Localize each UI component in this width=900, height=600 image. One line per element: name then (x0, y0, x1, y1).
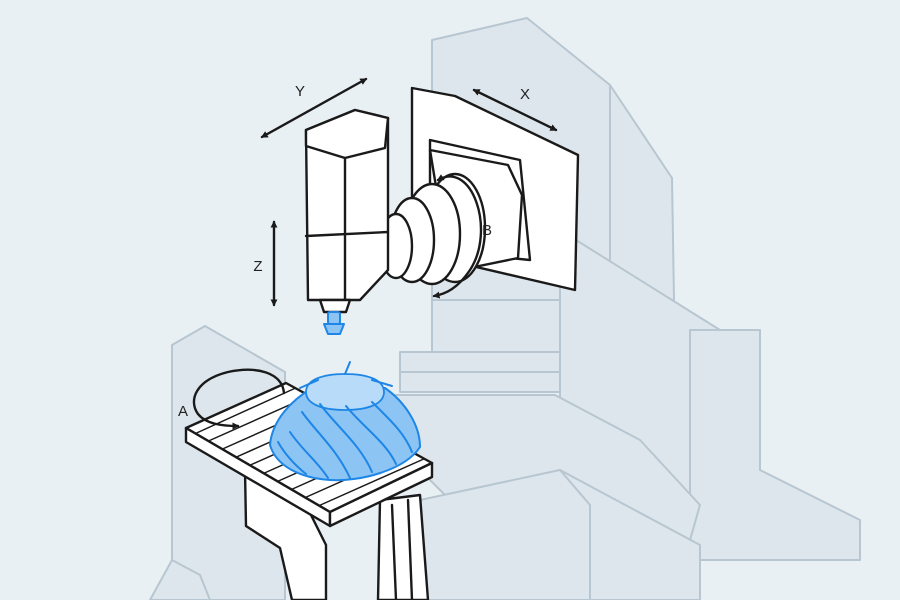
impeller-blade (371, 401, 413, 453)
right-housing-front (689, 329, 861, 561)
left-pedestal-front (149, 559, 211, 600)
a-axis-rotation-arrow (192, 368, 286, 430)
impeller-blade (319, 403, 373, 473)
x-axis-arrow (472, 88, 558, 132)
impeller-vane (371, 379, 393, 387)
impeller-blade (289, 431, 329, 479)
z-axis-label: Z (253, 258, 262, 275)
impeller-vane (344, 361, 351, 375)
impeller-blade (277, 441, 307, 475)
impeller-vane (299, 379, 319, 389)
cutting-tool (327, 311, 341, 325)
spindle-nose (318, 298, 352, 314)
axis-labels: Y X Z B A (178, 83, 530, 420)
a-axis-label: A (178, 403, 188, 420)
column-side (609, 84, 675, 301)
impeller-blade (301, 411, 351, 479)
b-axis-rotation-arrow (432, 174, 483, 299)
motion-arrows (192, 77, 558, 430)
impeller-workpiece (269, 361, 421, 482)
b-axis-label: B (482, 222, 492, 239)
y-axis-arrow (260, 77, 368, 139)
support-leg-right (376, 493, 430, 600)
table-support (243, 468, 430, 600)
impeller-hub-top (305, 373, 385, 411)
cutting-tool-tip (323, 323, 345, 335)
table-side-face (328, 461, 434, 528)
impeller-blade (345, 405, 397, 465)
milling-head-top (304, 108, 390, 160)
y-axis-label: Y (295, 83, 305, 100)
x-axis-label: X (520, 86, 530, 103)
